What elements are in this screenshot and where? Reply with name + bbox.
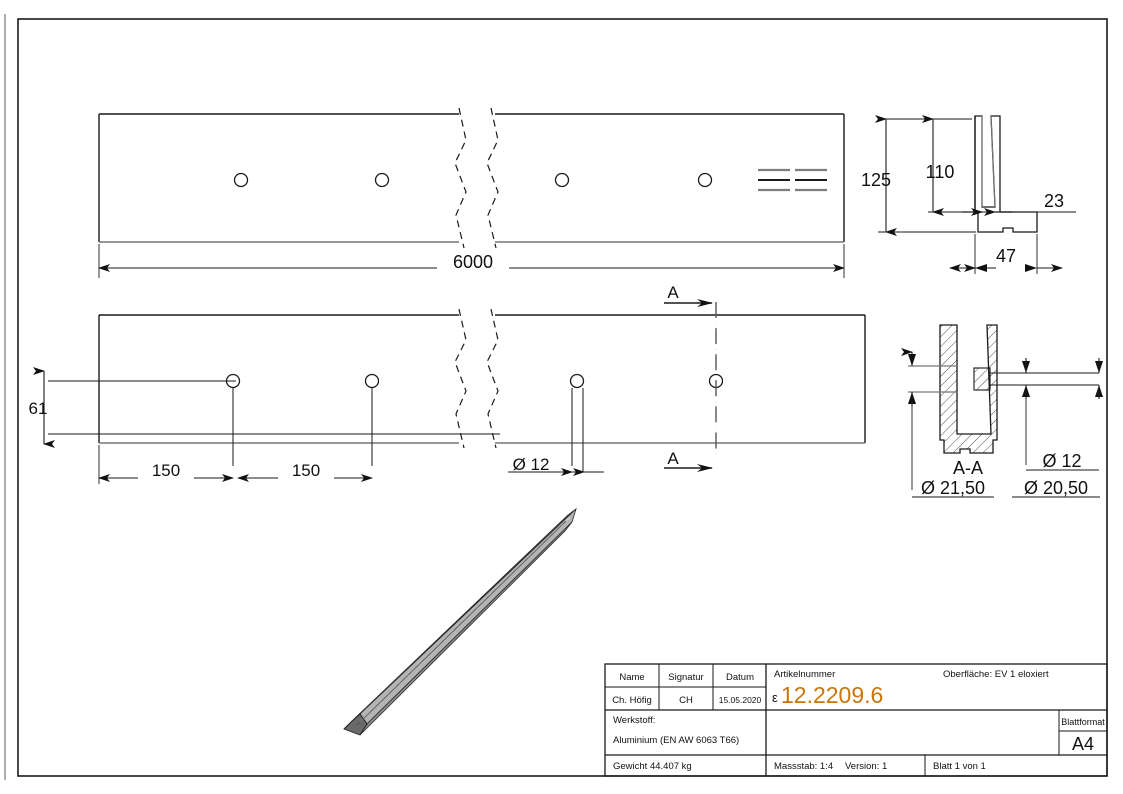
dimension-150-second: 150: [237, 461, 373, 482]
dimension-overall-length: 6000: [98, 244, 845, 278]
dim-dia-20-50: Ø 20,50: [1024, 478, 1088, 498]
sheet-frame: [4, 14, 1108, 780]
dim-dia-12-section: Ø 12: [1042, 451, 1081, 471]
dimension-dia-2050: Ø 20,50: [1012, 358, 1103, 498]
section-label-a-bottom: A: [667, 449, 679, 468]
dim-6000: 6000: [453, 252, 493, 272]
profile-cross-section-view: 125 110 23 47: [861, 115, 1076, 274]
tb-version: Version: 1: [845, 761, 887, 772]
front-view: 61 150 150 Ø 12 A A: [29, 283, 866, 484]
dimension-23: 23: [962, 191, 1076, 216]
tb-sheet-of: Blatt 1 von 1: [933, 761, 986, 772]
dim-150-a: 150: [152, 461, 180, 480]
break-line-left: [454, 107, 467, 249]
dim-dia-12-front: Ø 12: [513, 455, 550, 474]
tb-signature-value: CH: [679, 695, 693, 706]
break-line-front-right: [486, 308, 499, 449]
section-line-aa: A A: [664, 283, 717, 472]
hole-top-4: [697, 172, 713, 188]
tb-article-prefix: ε: [772, 690, 778, 705]
dim-150-b: 150: [292, 461, 320, 480]
dimension-150-first: 150: [98, 445, 234, 484]
dim-110: 110: [926, 162, 955, 182]
dim-125: 125: [861, 170, 891, 190]
hole-front-2: [364, 373, 380, 389]
section-aa-view: Ø 21,50 Ø 12 Ø 20,50 A-A: [901, 324, 1103, 498]
tb-scale: Massstab: 1:4: [774, 761, 833, 772]
tb-name-header: Name: [619, 672, 644, 683]
dimension-dia-2150: Ø 21,50: [901, 348, 994, 498]
tb-name-value: Ch. Höfig: [612, 695, 652, 706]
dimension-dia-12-section: Ø 12: [1022, 358, 1099, 471]
hole-top-2: [374, 172, 390, 188]
tb-article-number: 12.2209.6: [781, 682, 883, 708]
dim-dia-21-50: Ø 21,50: [921, 478, 985, 498]
dim-61: 61: [29, 399, 48, 418]
tb-surface: Oberfläche: EV 1 eloxiert: [943, 669, 1049, 680]
tb-article-label: Artikelnummer: [774, 669, 835, 680]
section-label-a-top: A: [667, 283, 679, 302]
tb-date-header: Datum: [726, 672, 754, 683]
hole-top-1: [233, 172, 249, 188]
dimension-110: 110: [922, 115, 978, 216]
tb-material-label: Werkstoff:: [613, 715, 655, 726]
iso-edge-line: [355, 520, 567, 727]
title-block: Name Signatur Datum Ch. Höfig CH 15.05.2…: [604, 663, 1108, 777]
section-aa-title: A-A: [953, 458, 983, 478]
tb-signature-header: Signatur: [668, 672, 703, 683]
dim-47: 47: [996, 246, 1016, 266]
break-line-front-left: [454, 308, 467, 449]
dimension-125: 125: [861, 115, 976, 236]
dim-23: 23: [1044, 191, 1064, 211]
groove-lines-detail: [758, 168, 827, 192]
break-line-right: [486, 107, 499, 249]
top-view: 6000: [98, 107, 845, 278]
dimension-47: 47: [949, 234, 1063, 274]
tb-sheet-format-value: A4: [1072, 734, 1094, 754]
tb-weight: Gewicht 44.407 kg: [613, 761, 692, 772]
isometric-view: [343, 507, 577, 736]
tb-sheet-format-label: Blattformat: [1061, 717, 1105, 727]
hole-front-3: [569, 373, 585, 389]
tb-material-value: Aluminium (EN AW 6063 T66): [613, 735, 739, 746]
dimension-61: 61: [29, 367, 500, 448]
iso-face-bottom: [359, 521, 573, 736]
tb-date-value: 15.05.2020: [719, 695, 762, 705]
dimension-hole-dia-front: Ø 12: [508, 455, 604, 476]
hole-top-3: [554, 172, 570, 188]
